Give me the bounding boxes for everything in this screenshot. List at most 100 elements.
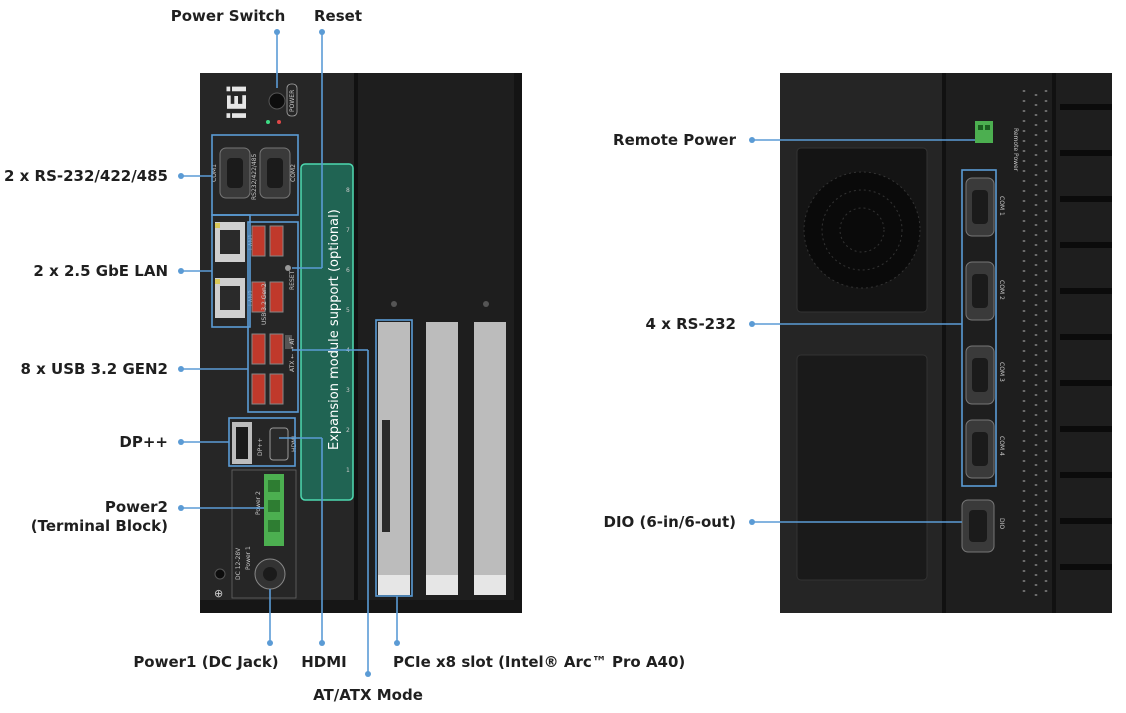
leader-dot [274,29,280,35]
power2-silk: Power 2 [255,491,262,515]
heatsink-fin [1060,426,1112,432]
heatsink-divider [1052,73,1056,613]
reset-silk: RESET [289,270,296,290]
com3-pins [972,358,988,392]
power2-label: Power2 [105,498,168,516]
expansion-module-label: Expansion module support (optional) [327,209,342,450]
usb-ports: USB 3.2 Gen2 [251,225,284,405]
leader-dot [319,640,325,646]
leader-dot [319,29,325,35]
lan2-led-icon [215,279,220,284]
leader-dot [749,137,755,143]
slot-number: 5 [346,307,350,314]
rear-view: Remote Power COM 1 COM 2 COM 3 COM 4 DIO [604,73,1112,613]
leader-dot [749,321,755,327]
pcie-bracket-3 [474,322,506,580]
power-silk-box [286,83,298,117]
front-com-ports: COM1 COM2 RS232/422/485 [211,147,297,200]
remote-power-pin [978,125,983,130]
pcie-foot-2 [426,575,458,595]
heatsink-fins [1060,104,1112,570]
hdmi-label: HDMI [301,653,347,671]
ground-screw [214,568,226,580]
rs232-label: 4 x RS-232 [646,315,736,333]
usb-port-5[interactable] [251,333,266,365]
dc-silk: DC 12-28V [235,547,242,580]
heatsink-fin [1060,472,1112,478]
lan-label: 2 x 2.5 GbE LAN [33,262,168,280]
slot-number: 6 [346,267,350,274]
heatsink-fin [1060,196,1112,202]
usb-port-7[interactable] [251,373,266,405]
terminal-screw-1 [268,480,280,492]
com2-front-silk: COM2 [290,164,297,182]
front-leaders [178,29,400,677]
reset-button[interactable] [285,265,291,271]
pcie-bracket-2 [426,322,458,580]
dio-pins [969,510,987,542]
leader-dot [178,173,184,179]
power1-label: Power1 (DC Jack) [133,653,278,671]
usb-port-4[interactable] [269,281,284,313]
remote-power-label: Remote Power [613,131,737,149]
front-com1-pins [227,158,243,188]
pcie-screw-2 [483,301,489,307]
heatsink-fin [1060,564,1112,570]
com4-pins [972,432,988,466]
power-silk-frame [231,469,297,599]
leader-dot [749,519,755,525]
rs232-485-silk: RS232/422/485 [251,153,258,200]
fan-grill [804,172,920,288]
expansion-module-area [300,163,354,501]
power2-sublabel: (Terminal Block) [31,517,168,535]
usb-label: 8 x USB 3.2 GEN2 [20,360,168,378]
heatsink-fin [1060,518,1112,524]
usb-port-6[interactable] [269,333,284,365]
power-silk: POWER [289,90,296,112]
leader-dot [178,439,184,445]
usb-port-1[interactable] [251,225,266,257]
remote-power-silk: Remote Power [1012,128,1019,172]
lan1-socket [220,230,240,254]
heatsink-fin [1060,334,1112,340]
front-view: iEi POWER COM1 COM2 RS232/422/485 LAN1 [4,7,685,704]
dc-jack-center [263,567,277,581]
dp-silk: DP++ [257,438,264,456]
heatsink-fin [1060,242,1112,248]
heatsink-fin [1060,288,1112,294]
lan1-led-icon [215,223,220,228]
atx-label: AT/ATX Mode [313,686,423,704]
pcie-screw-1 [391,301,397,307]
usb-port-3[interactable] [251,281,266,313]
com3-silk: COM 3 [998,362,1005,382]
pcie-highlight [375,319,413,597]
usb-port-8[interactable] [269,373,284,405]
leader-dot [178,505,184,511]
rear-divider [942,73,946,613]
leader-dot [394,640,400,646]
at-atx-silk: ATX ← → AT [289,337,296,372]
hdd-led-icon [277,120,281,124]
front-right-edge [514,73,522,613]
rs232-highlight [961,169,997,487]
leader-dot [365,671,371,677]
remote-power-terminal[interactable] [975,121,993,143]
usb-port-2[interactable] [269,225,284,257]
ground-icon: ⊕ [214,587,223,600]
usb-silk: USB 3.2 Gen2 [261,283,268,325]
front-com2-pins [267,158,283,188]
slot-number: 7 [346,227,350,234]
front-bottom-edge [200,600,522,613]
power-button[interactable] [268,92,286,110]
heatsink-fin [1060,150,1112,156]
at-atx-switch[interactable] [285,335,292,349]
power-switch-label: Power Switch [171,7,286,25]
slot-number: 3 [346,387,350,394]
terminal-screw-2 [268,500,280,512]
dp-socket [236,427,248,459]
com1-silk: COM 1 [998,196,1005,216]
hdmi-port[interactable] [269,427,289,461]
usb-highlight [247,221,299,413]
pcie-label: PCIe x8 slot (Intel® Arc™ Pro A40) [393,653,685,671]
